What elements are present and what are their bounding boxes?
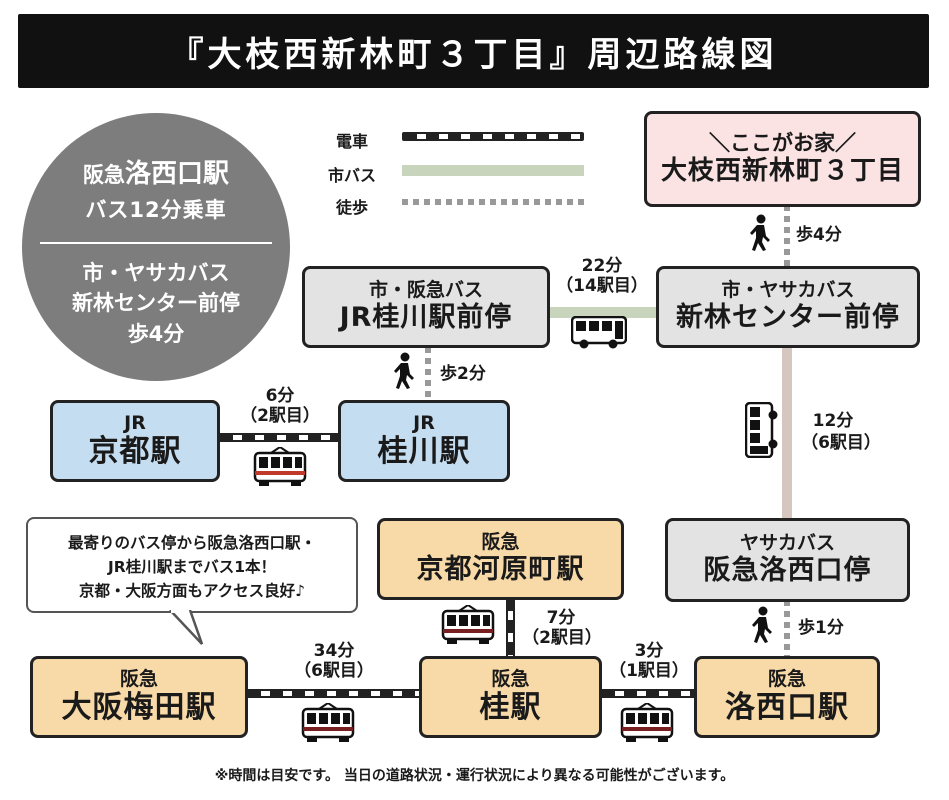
walk-route-rakusai [784, 600, 790, 658]
station-shinrin-main: 新林センター前停 [676, 302, 900, 334]
walk-route-home [784, 205, 790, 267]
station-katsura-main: 桂駅 [479, 690, 542, 726]
label-bus-jr-stops: （14駅目） [556, 276, 648, 296]
station-home-main: 大枝西新林町３丁目 [660, 156, 904, 186]
walker-icon [750, 214, 770, 251]
label-bus-jr-time: 22分 [581, 256, 623, 276]
station-jr-kyoto-sub: JR [124, 411, 146, 434]
station-umeda-sub: 阪急 [119, 667, 158, 690]
label-yasaka-stops: （6駅目） [801, 433, 881, 453]
summary-circle: 阪急洛西口駅 バス12分乗車 市・ヤサカバス 新林センター前停 歩4分 [22, 113, 290, 381]
summary-line3: 市・ヤサカバス [82, 261, 230, 285]
rail-route-umeda [246, 689, 422, 698]
walk-route-jr [425, 347, 431, 402]
bus-icon [571, 316, 627, 349]
station-jr-katsuragawa[interactable]: JR 桂川駅 [338, 400, 510, 482]
title-bar: 『大枝西新林町３丁目』周辺路線図 [18, 14, 929, 88]
station-shinrin-sub: 市・ヤサカバス [721, 279, 855, 302]
station-katsura[interactable]: 阪急 桂駅 [419, 656, 602, 738]
station-jr-katsuragawa-main: 桂川駅 [377, 434, 471, 470]
rail-route-rakusai [600, 689, 696, 698]
station-jr-kyoto-main: 京都駅 [88, 434, 182, 470]
station-kawaramachi[interactable]: 阪急 京都河原町駅 [377, 518, 624, 600]
station-kawaramachi-main: 京都河原町駅 [416, 554, 585, 586]
station-jr-katsura-bus-sub: 市・阪急バス [368, 279, 483, 302]
label-rakusai-time: 3分 [634, 641, 664, 661]
label-home-walk: 歩4分 [796, 225, 842, 245]
page-title: 『大枝西新林町３丁目』周辺路線図 [169, 34, 778, 75]
legend-walk-label: 徒歩 [336, 198, 369, 217]
legend-bus-label: 市バス [328, 166, 377, 185]
rail-route-jr [218, 433, 342, 442]
station-hankyu-rakusai-bus-main: 阪急洛西口停 [703, 555, 872, 587]
footnote: ※時間は目安です。 当日の道路状況・運行状況により異なる可能性がございます。 [214, 768, 735, 784]
summary-line5: 歩4分 [127, 321, 185, 346]
station-umeda[interactable]: 阪急 大阪梅田駅 [30, 656, 248, 738]
label-umeda-time: 34分 [313, 641, 355, 661]
station-hankyu-rakusai-bus-sub: ヤサカバス [739, 532, 835, 555]
train-icon [620, 703, 674, 742]
label-jr-train-stops: （2駅目） [240, 406, 320, 426]
train-icon [301, 703, 355, 742]
station-jr-katsura-bus-main: JR桂川駅前停 [339, 302, 513, 334]
station-jr-katsuragawa-sub: JR [413, 411, 435, 434]
bus-icon [745, 402, 778, 458]
legend-walk-line [402, 199, 584, 205]
summary-divider [40, 242, 272, 244]
station-home-sub: ＼ここがお家／ [709, 130, 856, 155]
label-rakusai-walk: 歩1分 [798, 618, 844, 638]
summary-line2: バス12分乗車 [85, 198, 227, 222]
bubble-tail [169, 610, 204, 645]
label-kawaramachi-stops: （2駅目） [522, 628, 602, 648]
station-rakusaiguchi-sub: 阪急 [767, 667, 806, 690]
station-shinrin[interactable]: 市・ヤサカバス 新林センター前停 [656, 266, 920, 348]
info-bubble: 最寄りのバス停から阪急洛西口駅・ JR桂川駅までバス1本！ 京都・大阪方面もアク… [26, 517, 358, 613]
train-icon [253, 447, 307, 486]
label-yasaka-time: 12分 [812, 411, 854, 431]
label-kawaramachi-time: 7分 [546, 608, 576, 628]
station-jr-kyoto[interactable]: JR 京都駅 [50, 400, 220, 482]
walker-icon [752, 606, 772, 643]
station-katsura-sub: 阪急 [491, 667, 530, 690]
bubble-line1: 最寄りのバス停から阪急洛西口駅・ [67, 534, 316, 552]
summary-line4: 新林センター前停 [72, 291, 240, 316]
walker-icon [394, 352, 414, 389]
station-hankyu-rakusai-bus[interactable]: ヤサカバス 阪急洛西口停 [665, 518, 910, 602]
train-icon [441, 605, 495, 644]
summary-line1: 阪急洛西口駅 [82, 159, 229, 189]
label-rakusai-stops: （1駅目） [609, 661, 689, 681]
bubble-line3: 京都・大阪方面もアクセス良好♪ [78, 582, 306, 601]
legend-bus-line [402, 165, 584, 176]
station-home[interactable]: ＼ここがお家／ 大枝西新林町３丁目 [644, 111, 921, 207]
bus-route-jr-shinrin [548, 307, 658, 318]
station-umeda-main: 大阪梅田駅 [61, 690, 217, 726]
label-jr-train-time: 6分 [265, 386, 295, 406]
station-rakusaiguchi[interactable]: 阪急 洛西口駅 [694, 656, 880, 738]
bubble-line2: JR桂川駅までバス1本！ [108, 558, 276, 577]
station-jr-katsura-bus[interactable]: 市・阪急バス JR桂川駅前停 [302, 266, 550, 348]
station-rakusaiguchi-main: 洛西口駅 [725, 690, 849, 726]
station-kawaramachi-sub: 阪急 [481, 531, 520, 554]
legend-train-label: 電車 [336, 132, 369, 151]
bus-route-yasaka [782, 346, 792, 520]
label-jr-walk: 歩2分 [440, 364, 486, 384]
legend-train-line [402, 132, 584, 141]
label-umeda-stops: （6駅目） [294, 661, 374, 681]
